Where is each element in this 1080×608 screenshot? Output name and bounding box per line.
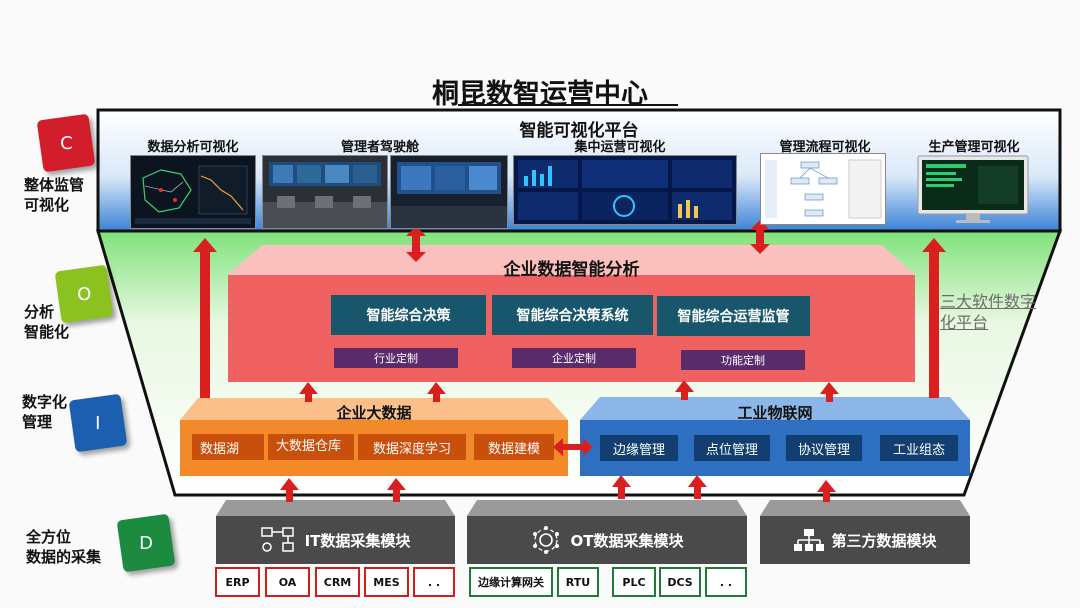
source-more-ot[interactable]: . . — [705, 567, 747, 597]
it-flow-icon — [260, 527, 294, 552]
ot-collection-module[interactable]: OT数据采集模块 — [467, 516, 747, 564]
source-oa[interactable]: OA — [265, 567, 310, 597]
title-underline — [458, 104, 678, 106]
ot-module-box — [467, 516, 747, 564]
source-mes[interactable]: MES — [364, 567, 409, 597]
it-module-top — [216, 500, 455, 516]
third-module-top — [760, 500, 970, 516]
source-plc[interactable]: PLC — [612, 567, 656, 597]
viz-item-label: 管理流程可视化 — [779, 140, 871, 155]
cockpit-photo-1 — [262, 155, 388, 229]
it-module-box — [216, 516, 455, 564]
edge-management-button[interactable]: 边缘管理 — [600, 435, 678, 461]
protocol-management-button[interactable]: 协议管理 — [786, 435, 862, 461]
level-c-label: 整体监管可视化 — [24, 176, 85, 214]
level-o-label: 分析智能化 — [24, 303, 70, 341]
source-erp[interactable]: ERP — [215, 567, 260, 597]
viz-item-label: 管理者驾驶舱 — [340, 140, 419, 155]
it-collection-module[interactable]: IT数据采集模块 — [216, 516, 455, 564]
third-module-box — [760, 516, 970, 564]
viz-item-label: 集中运营可视化 — [574, 140, 666, 155]
network-gear-icon — [532, 526, 559, 554]
smart-operation-supervision-button[interactable]: 智能综合运营监管 — [657, 296, 810, 336]
source-crm[interactable]: CRM — [315, 567, 360, 597]
function-customization-tag[interactable]: 功能定制 — [681, 350, 805, 370]
deep-learning-button[interactable]: 数据深度学习 — [358, 434, 466, 460]
viz-item-label: 生产管理可视化 — [928, 140, 1020, 155]
big-data-top — [180, 398, 568, 420]
industry-customization-tag[interactable]: 行业定制 — [334, 348, 458, 368]
level-d-label: 全方位数据的采集 — [26, 528, 102, 566]
point-management-button[interactable]: 点位管理 — [694, 435, 770, 461]
data-modeling-button[interactable]: 数据建模 — [474, 434, 554, 460]
ot-module-top — [467, 500, 747, 516]
enterprise-customization-tag[interactable]: 企业定制 — [512, 348, 636, 368]
analysis-title: 企业数据智能分析 — [503, 260, 640, 280]
level-d-badge: D — [116, 513, 176, 573]
source-edge-gateway[interactable]: 边缘计算网关 — [469, 567, 553, 597]
flow-arrows — [193, 220, 946, 502]
level-i-badge: I — [68, 393, 128, 453]
org-chart-icon — [794, 529, 825, 551]
third-party-data-module[interactable]: 第三方数据模块 — [760, 516, 970, 564]
source-dcs[interactable]: DCS — [659, 567, 701, 597]
source-rtu[interactable]: RTU — [557, 567, 599, 597]
viz-item-label: 数据分析可视化 — [147, 140, 239, 155]
level-c-badge: C — [36, 113, 96, 173]
process-flow-screenshot — [760, 153, 886, 225]
level-i-label: 数字化管理 — [22, 393, 68, 431]
data-analysis-screenshot — [130, 155, 256, 229]
iot-title: 工业物联网 — [737, 404, 813, 422]
analysis-top — [228, 245, 915, 275]
smart-decision-button[interactable]: 智能综合决策 — [331, 295, 486, 335]
iot-top — [580, 397, 970, 420]
data-lake-button[interactable]: 数据湖 — [192, 434, 264, 460]
industrial-configuration-button[interactable]: 工业组态 — [880, 435, 958, 461]
cockpit-photo-2 — [390, 155, 508, 229]
smart-decision-system-button[interactable]: 智能综合决策系统 — [492, 295, 653, 335]
production-monitor-screenshot — [917, 155, 1029, 223]
viz-platform-title: 智能可视化平台 — [519, 121, 639, 141]
software-platform-note: 三大软件数字化平台 — [940, 292, 1037, 332]
big-data-title: 企业大数据 — [336, 404, 412, 422]
data-warehouse-button[interactable]: 大数据仓库 — [268, 434, 354, 460]
operations-dashboard-screenshot — [513, 155, 737, 225]
source-more-it[interactable]: . . — [413, 567, 455, 597]
